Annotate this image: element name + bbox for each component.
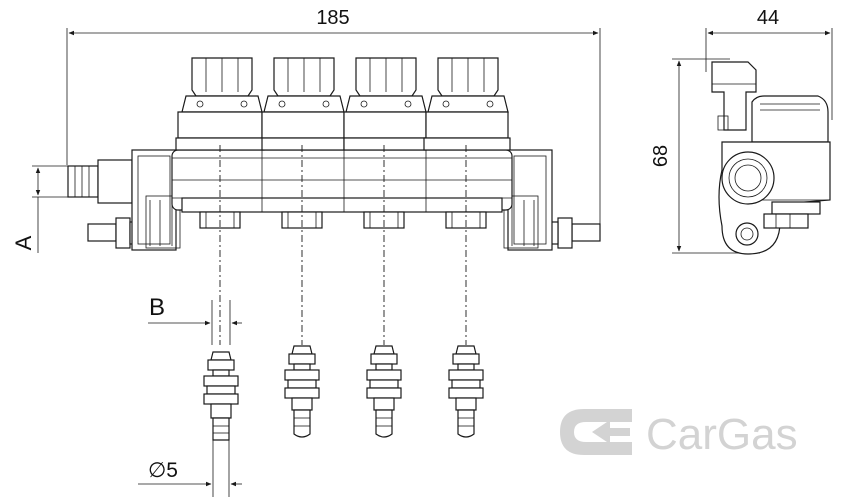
inlet-nozzle xyxy=(67,159,133,204)
brand-name: CarGas xyxy=(646,410,798,459)
injector-rail-front-view xyxy=(67,57,601,345)
dimension-length-label: 185 xyxy=(316,7,349,29)
dimension-diameter-label: ∅5 xyxy=(148,459,178,482)
dimension-length: 185 xyxy=(66,7,601,235)
dimension-width-label: 44 xyxy=(757,7,779,29)
injector-4 xyxy=(423,57,511,229)
injector-rail-side-view xyxy=(711,61,831,255)
rail-main-body xyxy=(171,149,513,213)
injector-3 xyxy=(343,57,427,229)
dimension-b: B xyxy=(148,294,242,345)
nozzle-1 xyxy=(203,351,239,441)
dimension-b-label: B xyxy=(149,294,165,321)
dimension-width: 44 xyxy=(705,7,833,120)
right-end-bracket xyxy=(503,149,553,251)
dimension-height-label: 68 xyxy=(650,145,672,167)
left-end-bracket xyxy=(131,149,181,251)
dimension-a: A xyxy=(11,165,70,253)
nozzle-3 xyxy=(366,345,402,438)
cargas-logo-icon xyxy=(560,409,632,455)
dimension-diameter: ∅5 xyxy=(138,438,242,497)
cargas-logo: CarGas xyxy=(560,409,798,459)
dimension-a-label: A xyxy=(11,235,36,250)
nozzle-4 xyxy=(448,345,484,438)
nozzle-2 xyxy=(284,345,320,438)
